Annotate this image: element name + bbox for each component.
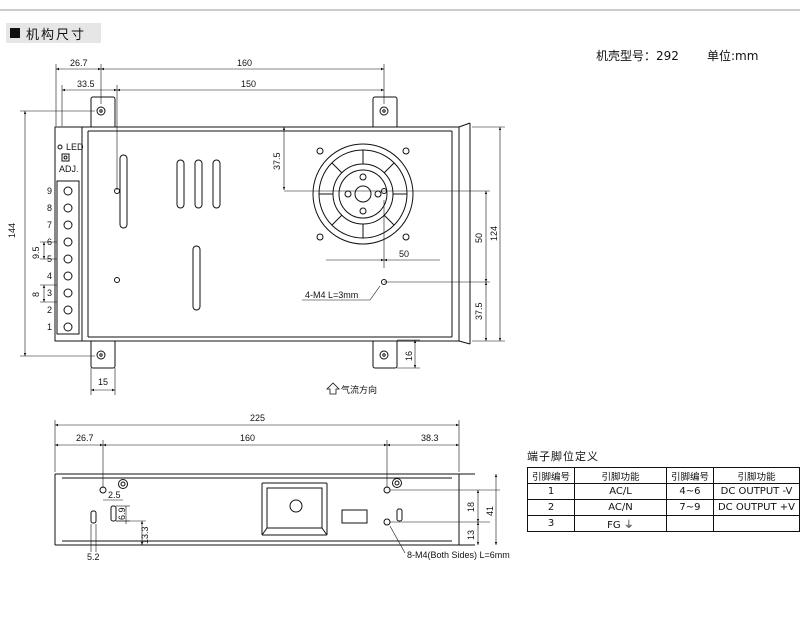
dim-160-top: 160 (237, 58, 252, 68)
dim-13-3: 13.3 (140, 526, 150, 544)
table-cell: AC/L (574, 483, 667, 500)
dim-124: 124 (489, 226, 499, 241)
terminal-label-6: 6 (47, 237, 52, 247)
square-bullet-icon (10, 28, 20, 38)
pin-definition-table: 引脚编号 引脚功能 引脚编号 引脚功能 1 AC/L 4~6 DC OUTPUT… (526, 467, 800, 532)
dim-26-7-top: 26.7 (70, 58, 88, 68)
led-label: LED (66, 142, 84, 152)
table-cell: 2 (526, 499, 576, 516)
side-panel-cutout (261, 482, 328, 536)
table-cell: 1 (526, 483, 576, 500)
side-view (54, 473, 475, 546)
housing-outline (54, 126, 460, 342)
dim-150: 150 (241, 79, 256, 89)
unit-label: 单位:mm (707, 49, 759, 63)
dim-33-5: 33.5 (77, 79, 95, 89)
terminal-label-8: 8 (47, 203, 52, 213)
dim-41: 41 (485, 506, 495, 516)
dim-50-vertical: 50 (474, 233, 484, 243)
section-title: 机构尺寸 (6, 23, 101, 43)
table-cell (712, 515, 800, 532)
table-header: 引脚功能 (712, 467, 800, 484)
terminal-label-5: 5 (47, 254, 52, 264)
table-header-row: 引脚编号 引脚功能 引脚编号 引脚功能 (526, 467, 800, 484)
mount-tab-bottom-left (90, 339, 116, 369)
top-view-dimensions (20, 64, 505, 395)
case-model-label: 机壳型号：292 (596, 49, 679, 63)
dim-26-7-side: 26.7 (76, 433, 94, 443)
terminal-label-3: 3 (47, 288, 52, 298)
table-cell: DC OUTPUT -V (712, 483, 800, 500)
table-header: 引脚功能 (574, 467, 667, 484)
terminal-label-2: 2 (47, 305, 52, 315)
fan-guard (312, 143, 414, 245)
table-row: 2 AC/N 7~9 DC OUTPUT +V (526, 499, 800, 516)
table-cell: 3 (526, 515, 576, 532)
side-view-dimensions (54, 420, 500, 554)
airflow-arrow-icon (326, 382, 340, 395)
dim-225: 225 (250, 413, 265, 423)
airflow-label: 气流方向 (341, 384, 377, 396)
section-title-text: 机构尺寸 (26, 28, 87, 43)
table-row: 1 AC/L 4~6 DC OUTPUT -V (526, 483, 800, 500)
dim-13: 13 (466, 530, 476, 540)
dim-6-9: 6.9 (117, 507, 127, 520)
dim-5-2: 5.2 (87, 552, 100, 562)
dim-18: 18 (466, 502, 476, 512)
top-view (54, 96, 471, 369)
led-indicator (57, 144, 63, 150)
dim-9-5: 9.5 (31, 246, 41, 259)
mount-tab-top-right (372, 96, 398, 131)
screw-note-top: 4-M4 L=3mm (305, 290, 358, 300)
table-cell: 4~6 (665, 483, 714, 500)
table-cell: DC OUTPUT +V (712, 499, 800, 516)
table-header: 引脚编号 (526, 467, 576, 484)
table-cell: 7~9 (665, 499, 714, 516)
terminal-label-4: 4 (47, 271, 52, 281)
dim-160-side: 160 (240, 433, 255, 443)
table-cell: FG ⏚ (574, 515, 667, 532)
label-slot (341, 509, 368, 524)
dim-50-horizontal: 50 (399, 249, 409, 259)
dim-2-5: 2.5 (108, 490, 121, 500)
dim-37-5-lower: 37.5 (474, 302, 484, 320)
screw-note-side: 8-M4(Both Sides) L=6mm (407, 550, 510, 560)
dim-38-3: 38.3 (421, 433, 439, 443)
dim-37-5-upper: 37.5 (272, 152, 282, 170)
adj-potentiometer (61, 153, 70, 162)
pin-table-title: 端子脚位定义 (527, 450, 599, 463)
dim-8: 8 (31, 292, 41, 297)
dim-16: 16 (404, 351, 414, 361)
table-cell: AC/N (574, 499, 667, 516)
dim-144: 144 (7, 223, 17, 238)
dim-15: 15 (98, 377, 108, 387)
table-cell (665, 515, 714, 532)
terminal-label-1: 1 (47, 322, 52, 332)
table-row: 3 FG ⏚ (526, 515, 800, 532)
terminal-label-7: 7 (47, 220, 52, 230)
adj-label: ADJ. (59, 164, 79, 174)
mount-tab-top-left (90, 96, 116, 131)
terminal-label-9: 9 (47, 186, 52, 196)
terminal-screws (63, 186, 73, 332)
table-header: 引脚编号 (665, 467, 714, 484)
